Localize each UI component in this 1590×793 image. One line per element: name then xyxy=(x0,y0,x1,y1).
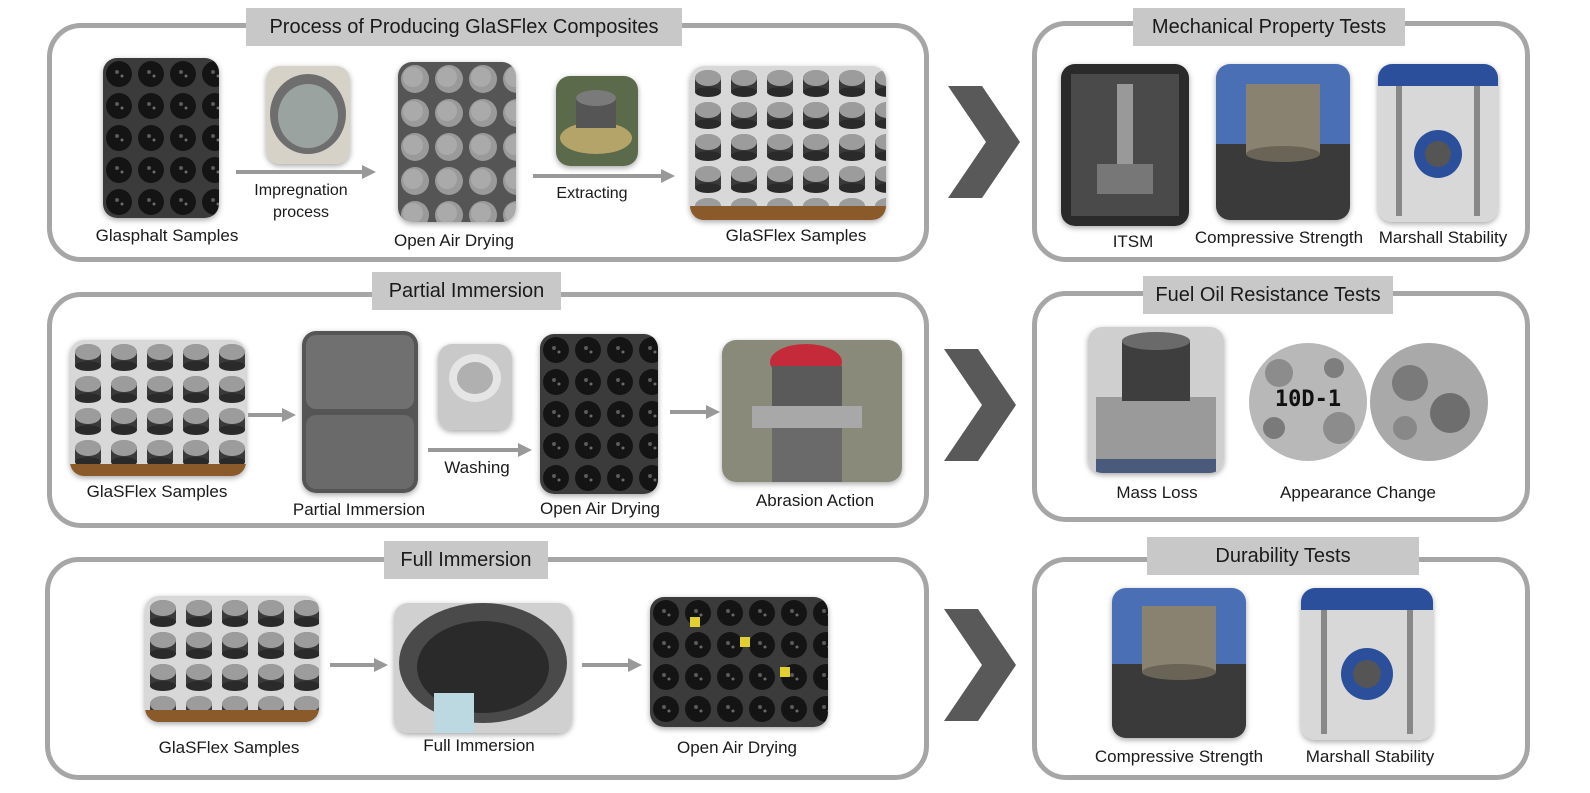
appearance-specimen-2 xyxy=(1370,343,1488,461)
marshall-stability-caption-2: Marshall Stability xyxy=(1305,747,1435,766)
glasflex-samples-photo-2 xyxy=(70,340,246,476)
abrasion-action-caption: Abrasion Action xyxy=(755,491,875,510)
chevron-right-icon xyxy=(944,349,1016,461)
appearance-specimen-1: 10D-1 xyxy=(1249,343,1367,461)
compressive-strength-photo-2 xyxy=(1112,588,1246,738)
mass-loss-caption: Mass Loss xyxy=(1116,483,1198,502)
extracting-label: Extracting xyxy=(556,185,628,202)
panel-title-full: Full Immersion xyxy=(384,541,548,579)
extracting-photo xyxy=(556,76,638,166)
impregnation-photo xyxy=(266,66,350,164)
open-air-drying-caption: Open Air Drying xyxy=(394,231,514,250)
extracting-arrow xyxy=(533,169,675,183)
washing-photo xyxy=(438,344,512,430)
abrasion-action-photo xyxy=(722,340,902,482)
glasflex-samples-caption-3: GlaSFlex Samples xyxy=(158,738,300,757)
full-immersion-photo xyxy=(394,603,572,733)
glasflex-samples-caption-1: GlaSFlex Samples xyxy=(725,226,867,245)
chevron-right-icon xyxy=(944,609,1016,721)
panel-title-partial: Partial Immersion xyxy=(372,272,561,310)
itsm-photo xyxy=(1061,64,1189,226)
panel-title-durability: Durability Tests xyxy=(1147,537,1419,575)
marshall-stability-photo-1 xyxy=(1378,64,1498,222)
full-arrow-1 xyxy=(330,658,388,672)
compressive-strength-photo-1 xyxy=(1216,64,1350,220)
impregnation-label: Impregnation process xyxy=(254,182,348,221)
partial-arrow-2 xyxy=(670,405,720,419)
glasflex-samples-photo-1 xyxy=(690,66,886,220)
impregnation-arrow xyxy=(236,165,376,179)
panel-title-producing: Process of Producing GlaSFlex Composites xyxy=(246,8,682,46)
open-air-drying-photo xyxy=(398,62,516,222)
itsm-caption: ITSM xyxy=(1112,232,1154,251)
open-air-drying-photo-3 xyxy=(650,597,828,727)
compressive-strength-caption-1: Compressive Strength xyxy=(1194,228,1364,247)
mass-loss-photo xyxy=(1088,327,1224,473)
appearance-change-caption: Appearance Change xyxy=(1280,483,1436,502)
full-immersion-caption: Full Immersion xyxy=(423,736,535,755)
panel-title-mechanical: Mechanical Property Tests xyxy=(1133,8,1405,46)
glasflex-samples-caption-2: GlaSFlex Samples xyxy=(86,482,228,501)
partial-arrow-1 xyxy=(248,408,296,422)
open-air-drying-caption-2: Open Air Drying xyxy=(540,499,660,518)
marshall-stability-caption-1: Marshall Stability xyxy=(1378,228,1508,247)
washing-arrow xyxy=(428,443,532,457)
glasphalt-samples-photo xyxy=(103,58,219,218)
partial-immersion-photo xyxy=(302,331,418,493)
specimen-label: 10D-1 xyxy=(1274,387,1342,412)
glasflex-samples-photo-3 xyxy=(145,596,319,722)
washing-label: Washing xyxy=(444,458,510,477)
open-air-drying-photo-2 xyxy=(540,334,658,494)
marshall-stability-photo-2 xyxy=(1301,588,1433,740)
full-arrow-2 xyxy=(582,658,642,672)
partial-immersion-caption: Partial Immersion xyxy=(292,500,426,519)
compressive-strength-caption-2: Compressive Strength xyxy=(1094,747,1264,766)
chevron-right-icon xyxy=(948,86,1020,198)
glasphalt-samples-caption: Glasphalt Samples xyxy=(95,226,239,245)
open-air-drying-caption-3: Open Air Drying xyxy=(677,738,797,757)
panel-title-fuel: Fuel Oil Resistance Tests xyxy=(1143,276,1393,314)
